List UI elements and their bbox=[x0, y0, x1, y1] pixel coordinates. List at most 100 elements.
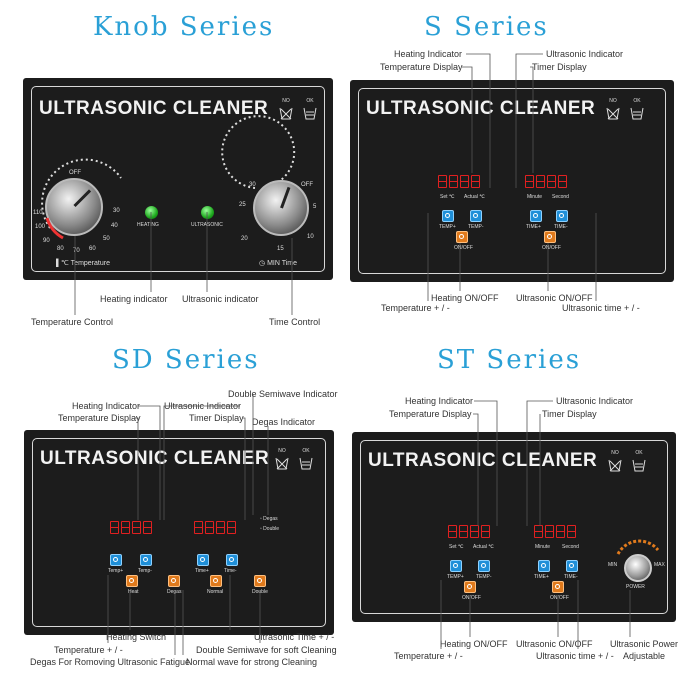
sd-panel: ULTRASONIC CLEANER NO OK ▫ Degas ▫ Doubl… bbox=[24, 430, 334, 635]
knob-series-title: Knob Series bbox=[93, 12, 275, 42]
heat-label: Heat bbox=[128, 589, 139, 595]
st-adjustable-label: Adjustable bbox=[623, 651, 666, 661]
power-scale bbox=[616, 539, 660, 555]
time-unit: ◷ MIN Time bbox=[259, 260, 298, 267]
normal-button[interactable] bbox=[210, 575, 222, 587]
temperature-display bbox=[438, 175, 480, 188]
knob-ultrasonic-indicator-label: Ultrasonic indicator bbox=[182, 294, 259, 304]
time-5: 5 bbox=[313, 204, 317, 210]
degas-button[interactable] bbox=[168, 575, 180, 587]
time-30: 30 bbox=[249, 182, 256, 188]
set-c-label: Set ℃ bbox=[440, 194, 455, 200]
st-ultrasonic-onoff-label: Ultrasonic ON/OFF bbox=[516, 639, 593, 649]
sd-degas-indicator-label: Degas Indicator bbox=[252, 417, 316, 427]
st-ultrasonic-indicator-label: Ultrasonic Indicator bbox=[556, 396, 634, 406]
temp-scale-ticks bbox=[41, 115, 296, 240]
double-indicator-text: ▫ Double bbox=[260, 526, 280, 532]
min-label: MIN bbox=[608, 562, 618, 568]
power-label: POWER bbox=[626, 584, 645, 590]
heat-button[interactable] bbox=[126, 575, 138, 587]
no-symbol-icon: NO bbox=[274, 448, 290, 472]
sd-temperature-display-label: Temperature Display bbox=[58, 413, 141, 423]
temp-110: 110 bbox=[33, 210, 43, 216]
time-off: OFF bbox=[301, 182, 313, 188]
heating-led-label: HEATING bbox=[137, 222, 159, 228]
set-c-label: Set ℃ bbox=[449, 544, 464, 550]
ultrasonic-onoff-button[interactable] bbox=[544, 231, 556, 243]
sd-series-title: SD Series bbox=[112, 345, 260, 375]
time-plus-button[interactable] bbox=[197, 554, 209, 566]
second-label: Second bbox=[552, 194, 569, 200]
second-label: Second bbox=[562, 544, 579, 550]
sd-degas-fatigue-label: Degas For Romoving Ultrasonic Fatigue bbox=[30, 657, 191, 667]
st-timer-display-label: Timer Display bbox=[542, 409, 597, 419]
sd-normal-wave-strong-label: Normal wave for strong Cleaning bbox=[186, 657, 318, 667]
sd-temperature-pm-label: Temperature + / - bbox=[54, 645, 123, 655]
temp-minus-label: Temp- bbox=[138, 568, 152, 574]
temperature-display bbox=[448, 525, 490, 538]
temperature-display bbox=[110, 521, 152, 534]
normal-label: Normal bbox=[207, 589, 224, 595]
temp-90: 90 bbox=[43, 238, 50, 244]
sd-double-semiwave-soft-label: Double Semiwave for soft Cleaning bbox=[196, 645, 337, 655]
temp-plus-label: TEMP+ bbox=[447, 574, 464, 580]
time-plus-button[interactable] bbox=[530, 210, 542, 222]
ok-symbol-icon: OK bbox=[302, 98, 318, 122]
panel-frame bbox=[360, 440, 668, 614]
time-plus-button[interactable] bbox=[538, 560, 550, 572]
s-temperature-pm-label: Temperature + / - bbox=[381, 303, 450, 313]
sd-ultrasonic-time-pm-label: Ultrasonic Time + / - bbox=[254, 632, 335, 642]
panel-frame bbox=[358, 88, 666, 274]
timer-display bbox=[534, 525, 576, 538]
timer-display bbox=[525, 175, 567, 188]
heating-onoff-button[interactable] bbox=[464, 581, 476, 593]
time-minus-button[interactable] bbox=[566, 560, 578, 572]
temp-minus-button[interactable] bbox=[470, 210, 482, 222]
power-knob[interactable] bbox=[624, 554, 652, 582]
time-20: 20 bbox=[241, 236, 248, 242]
st-ultrasonic-time-pm-label: Ultrasonic time + / - bbox=[536, 651, 614, 661]
timer-display bbox=[194, 521, 236, 534]
time-minus-button[interactable] bbox=[556, 210, 568, 222]
s-series-title: S Series bbox=[424, 12, 549, 42]
st-ultrasonic-power-label: Ultrasonic Power bbox=[610, 639, 679, 649]
no-symbol-icon: NO bbox=[607, 450, 623, 474]
brand-text: ULTRASONIC CLEANER bbox=[366, 98, 596, 119]
heating-onoff-button[interactable] bbox=[456, 231, 468, 243]
temp-minus-button[interactable] bbox=[140, 554, 152, 566]
time-minus-button[interactable] bbox=[226, 554, 238, 566]
time-minus-label: TIME- bbox=[554, 224, 568, 230]
s-temperature-display-label: Temperature Display bbox=[380, 62, 463, 72]
s-ultrasonic-time-pm-label: Ultrasonic time + / - bbox=[562, 303, 640, 313]
symbols: NO OK bbox=[607, 450, 647, 474]
st-panel: ULTRASONIC CLEANER NO OK Set ℃ Actual ℃ … bbox=[352, 432, 676, 622]
temp-30: 30 bbox=[113, 208, 120, 214]
knob-heating-indicator-label: Heating indicator bbox=[100, 294, 168, 304]
brand-text: ULTRASONIC CLEANER bbox=[39, 98, 269, 119]
ok-symbol-icon: OK bbox=[629, 98, 645, 122]
temp-100: 100 bbox=[35, 224, 46, 230]
degas-label: Degas bbox=[167, 589, 182, 595]
time-minus-label: TIME- bbox=[564, 574, 578, 580]
temp-plus-button[interactable] bbox=[110, 554, 122, 566]
actual-c-label: Actual ℃ bbox=[473, 544, 494, 550]
sd-timer-display-label: Timer Display bbox=[189, 413, 244, 423]
temperature-knob[interactable] bbox=[45, 178, 103, 236]
double-button[interactable] bbox=[254, 575, 266, 587]
temp-plus-label: Temp+ bbox=[108, 568, 124, 574]
ultrasonic-onoff-button[interactable] bbox=[552, 581, 564, 593]
temp-plus-label: TEMP+ bbox=[439, 224, 456, 230]
minute-label: Minute bbox=[535, 544, 551, 550]
time-25: 25 bbox=[239, 202, 246, 208]
temp-plus-button[interactable] bbox=[450, 560, 462, 572]
sd-heating-indicator-label: Heating Indicator bbox=[72, 401, 141, 411]
knob-temperature-control-label: Temperature Control bbox=[31, 317, 114, 327]
max-label: MAX bbox=[654, 562, 665, 568]
temp-minus-button[interactable] bbox=[478, 560, 490, 572]
temp-plus-button[interactable] bbox=[442, 210, 454, 222]
time-minus-label: Time- bbox=[224, 568, 237, 574]
symbols: NO OK bbox=[605, 98, 645, 122]
time-knob[interactable] bbox=[253, 180, 309, 236]
